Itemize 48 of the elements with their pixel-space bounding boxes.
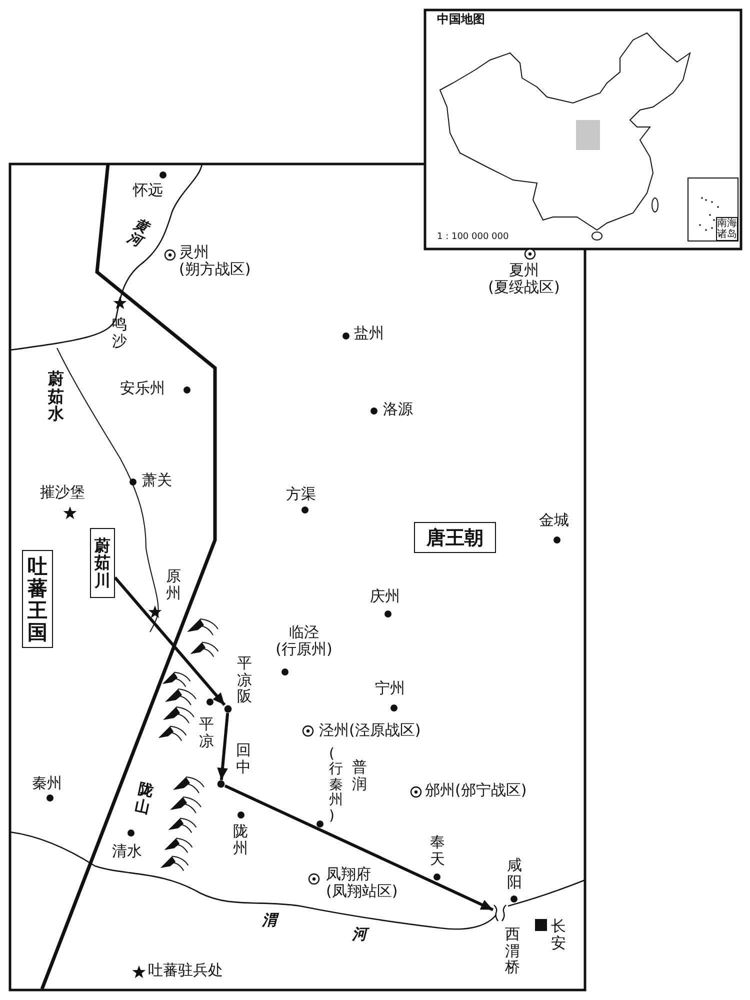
legend-label: 吐蕃驻兵处 (148, 962, 223, 980)
place-label: 平凉 (199, 716, 214, 749)
place-label: 灵州(朔方战区) (179, 244, 252, 278)
place-label: 陇州 (233, 823, 248, 856)
place-label: 泾州(泾原战区) (319, 722, 421, 740)
place-label: 邠州(邠宁战区) (425, 782, 527, 800)
scale-label: 1 : 100 000 000 (437, 232, 509, 242)
river-label: 河 (352, 926, 367, 944)
place-label: 安乐州 (120, 380, 165, 398)
route-arrow (224, 784, 494, 912)
place-label: 洛源 (383, 401, 413, 418)
vertical-region-label-box: 吐蕃王国 (22, 550, 53, 648)
river-label: 蔚茹水 (48, 370, 64, 423)
place-label: (行秦州) (329, 747, 343, 824)
route-arrow (114, 576, 226, 706)
map-title: 中国地图 (437, 13, 485, 27)
place-label: 金城 (539, 512, 569, 530)
river-label: 渭 (262, 912, 277, 930)
place-label: 原州 (166, 568, 181, 601)
place-label: 回中 (236, 742, 251, 775)
vertical-region-label-box: 蔚茹川 (90, 528, 115, 598)
place-label: 方渠 (286, 486, 316, 504)
place-label: 鸣沙 (112, 316, 127, 349)
place-label: 普润 (352, 759, 367, 792)
place-label: 秦州 (32, 775, 62, 792)
town-dot-icon (217, 780, 225, 788)
place-label: 夏州(夏绥战区) (487, 262, 561, 296)
river-label: 黄河 (124, 217, 150, 251)
place-label: 庆州 (370, 588, 400, 606)
town-dot-icon (224, 705, 232, 713)
place-label: 临泾(行原州) (274, 624, 334, 658)
place-label: 咸阳 (507, 857, 522, 890)
place-label: 盐州 (354, 325, 384, 342)
place-label: 凤翔府(凤翔站区) (326, 866, 399, 900)
mountain-label: 陇山 (133, 780, 155, 816)
place-label: 西渭桥 (505, 926, 520, 976)
place-label: 长安 (551, 918, 566, 951)
route-arrow (217, 712, 230, 780)
place-label: 怀远 (133, 182, 163, 200)
bridge-icon (493, 904, 507, 922)
place-label: 平凉阪 (237, 655, 252, 704)
place-label: 宁州 (375, 680, 405, 698)
place-label: 清水 (112, 843, 142, 860)
inset-label: 南海诸岛 (716, 217, 738, 241)
region-label-box: 唐王朝 (414, 522, 496, 553)
place-label: 摧沙堡 (40, 484, 85, 502)
place-label: 奉天 (430, 834, 445, 867)
place-label: 萧关 (142, 472, 172, 490)
